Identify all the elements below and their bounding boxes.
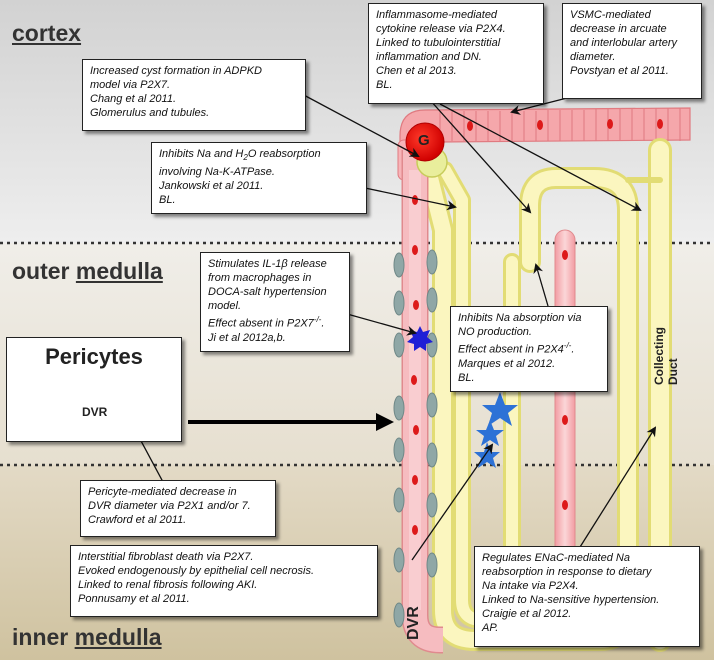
pericyte-dvr-label: DVR xyxy=(82,405,108,419)
note-line: Na intake via P2X4. xyxy=(482,580,579,592)
pericyte-to-dvr-arrow xyxy=(188,413,394,431)
glomerulus-label: G xyxy=(418,132,430,149)
note-inflammasome: Inflammasome-mediated cytokine release v… xyxy=(368,3,544,104)
note-line: Linked to tubulointerstitial xyxy=(376,37,501,49)
note-line: model. xyxy=(208,300,242,312)
note-line: Regulates ENaC-mediated Na xyxy=(482,552,630,564)
note-line: Pericyte-mediated decrease in xyxy=(88,486,237,498)
annotation-arrows xyxy=(117,92,657,561)
note-line: diameter. xyxy=(570,51,616,63)
note-cyst-formation: Increased cyst formation in ADPKD model … xyxy=(82,59,306,131)
note-line: NO production. xyxy=(458,326,532,338)
note-line: Chen et al 2013. xyxy=(376,65,457,77)
note-line: Chang et al 2011. xyxy=(90,93,177,105)
note-line: cytokine release via P2X4. xyxy=(376,23,506,35)
pericytes-panel: Pericytes xyxy=(6,337,182,442)
note-enac-regulation: Regulates ENaC-mediated Na reabsorption … xyxy=(474,546,700,647)
note-line: from macrophages in xyxy=(208,272,312,284)
vasa-recta-descending xyxy=(393,150,443,654)
note-line: reabsorption in response to dietary xyxy=(482,566,652,578)
note-line: Linked to renal fibrosis following AKI. xyxy=(78,579,258,591)
note-line: Evoked endogenously by epithelial cell n… xyxy=(78,565,315,577)
note-il1-release: Stimulates IL-1β release from macrophage… xyxy=(200,252,350,352)
note-line: Inhibits Na and H2O reabsorption xyxy=(159,148,321,163)
note-line: decrease in arcuate xyxy=(570,23,667,35)
note-line: Increased cyst formation in ADPKD xyxy=(90,65,262,77)
note-pericyte-diameter: Pericyte-mediated decrease in DVR diamet… xyxy=(80,480,276,537)
note-vsmc: VSMC-mediated decrease in arcuate and in… xyxy=(562,3,702,99)
note-line: VSMC-mediated xyxy=(570,9,651,21)
note-line: AP. xyxy=(482,622,499,634)
note-line: Jankowski et al 2011. xyxy=(159,180,264,193)
note-line: DVR diameter via P2X1 and/or 7. xyxy=(88,500,251,512)
note-line: Inhibits Na absorption via xyxy=(458,312,582,324)
note-na-reabsorption: Inhibits Na and H2O reabsorption involvi… xyxy=(151,142,367,214)
note-line: DOCA-salt hypertension xyxy=(208,286,327,298)
pericytes-title: Pericytes xyxy=(45,344,143,369)
note-line: Crawford et al 2011. xyxy=(88,514,187,526)
note-line: Ji et al 2012a,b. xyxy=(208,331,286,344)
zone-label-cortex: cortex xyxy=(12,20,82,46)
note-line: and interlobular artery xyxy=(570,37,678,49)
note-line: Inflammasome-mediated xyxy=(376,9,498,21)
note-line: Marques et al 2012. xyxy=(458,357,556,370)
note-line: Craigie et al 2012. xyxy=(482,608,572,620)
note-line: Stimulates IL-1β release xyxy=(208,258,327,270)
note-line: inflammation and DN. xyxy=(376,51,482,63)
collecting-duct-label: Collecting Duct xyxy=(652,326,680,385)
zone-label-outer-medulla: outer medulla xyxy=(12,258,163,284)
note-line: Effect absent in P2X4-/-. xyxy=(458,341,575,356)
note-line: Interstitial fibroblast death via P2X7. xyxy=(78,551,254,563)
note-line: Effect absent in P2X7-/-. xyxy=(208,315,325,330)
dvr-vessel-label: DVR xyxy=(405,606,422,640)
note-line: BL. xyxy=(376,79,393,91)
note-line: Ponnusamy et al 2011. xyxy=(78,593,190,605)
note-line: BL. xyxy=(458,371,475,384)
note-fibroblast-death: Interstitial fibroblast death via P2X7. … xyxy=(70,545,378,617)
note-line: Povstyan et al 2011. xyxy=(570,65,669,77)
note-line: involving Na-K-ATPase. xyxy=(159,166,275,179)
note-line: Glomerulus and tubules. xyxy=(90,107,210,119)
note-no-production: Inhibits Na absorption via NO production… xyxy=(450,306,608,392)
zone-label-inner-medulla: inner medulla xyxy=(12,624,162,650)
note-line: BL. xyxy=(159,194,176,207)
note-line: Linked to Na-sensitive hypertension. xyxy=(482,594,660,606)
note-line: model via P2X7. xyxy=(90,79,171,91)
